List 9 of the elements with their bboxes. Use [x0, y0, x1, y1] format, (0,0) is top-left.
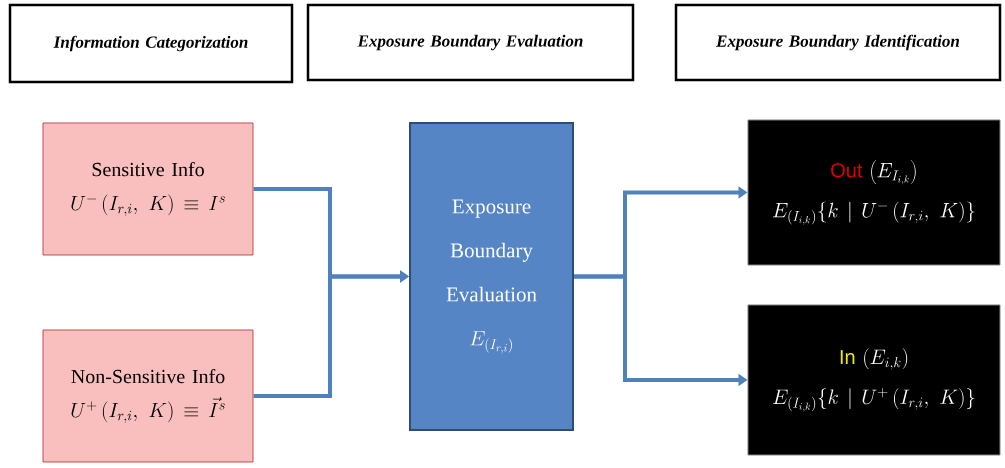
header-box: Exposure Boundary Evaluation — [306, 3, 635, 82]
arrow — [253, 270, 409, 398]
output-box: Out $\left(E_{I_{i,k}}\right)$ $E_{(I_{i,k})}\{k \mid U^{-}\left(I_{r,i},\ K\right)\}$ — [747, 119, 1001, 266]
output-box: In $\left(E_{i,k}\right)$ $E_{(I_{i,k})}\{k \mid U^{+}\left(I_{r,i},\ K\right)\}$ — [747, 304, 1001, 456]
process-box: Sensitive Info $U^{-}\left(I_{r,i},\ K\right) \equiv I^{s}$ — [42, 122, 254, 256]
process-box: Exposure Boundary Evaluation $E_{(I_{r,i})}$ — [409, 122, 574, 431]
process-box: Non-Sensitive Info $U^{+}\left(I_{r,i},\ K\right) \equiv \vec{I}^{s}$ — [42, 329, 254, 463]
header-box: Information Categorization — [8, 3, 294, 84]
header-box: Exposure Boundary Identification — [674, 3, 1002, 82]
